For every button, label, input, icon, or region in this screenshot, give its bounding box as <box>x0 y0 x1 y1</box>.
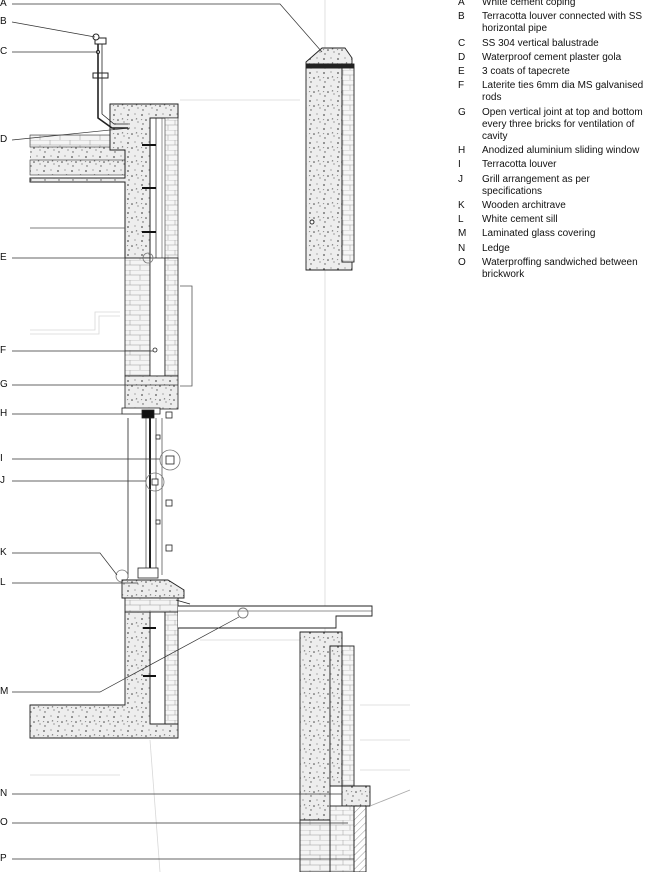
legend-item: C SS 304 vertical balustrade <box>458 38 650 50</box>
legend-text: Terracotta louver <box>482 159 557 171</box>
legend-key: F <box>458 80 465 92</box>
marker-i: I <box>0 453 3 464</box>
marker-f: F <box>0 345 7 356</box>
legend-item: E 3 coats of tapecrete <box>458 66 650 78</box>
marker-l: L <box>0 577 6 588</box>
marker-m: M <box>0 686 9 697</box>
legend-key: E <box>458 66 465 78</box>
legend-key: M <box>458 228 467 240</box>
legend-text: Anodized aluminium sliding window <box>482 145 640 157</box>
legend-text: Wooden architrave <box>482 200 566 212</box>
legend-item: N Ledge <box>458 243 650 255</box>
legend-text: Waterproffing sandwiched between brickwo… <box>482 256 638 281</box>
coping-detail <box>305 47 355 271</box>
legend-key: H <box>458 145 466 157</box>
legend-text: Laterite ties 6mm dia MS galvanised rods <box>482 80 644 104</box>
legend-text: Grill arrangement as per specifications <box>482 173 590 197</box>
legend-item: J Grill arrangement as per specifications <box>458 174 650 198</box>
legend-item: D Waterproof cement plaster gola <box>458 52 650 64</box>
legend-key: D <box>458 51 466 63</box>
marker-j: J <box>0 475 5 486</box>
legend-key: G <box>458 106 466 118</box>
sill-and-lower-wall <box>29 579 373 739</box>
leader-lines <box>11 3 354 860</box>
legend-item: L White cement sill <box>458 214 650 226</box>
marker-n: N <box>0 788 8 799</box>
legend-key: L <box>458 214 464 226</box>
legend-item: K Wooden architrave <box>458 200 650 212</box>
legend-key: K <box>458 200 465 212</box>
legend-text: Open vertical joint at top and bottom ev… <box>482 106 643 143</box>
parapet-and-roof <box>29 33 179 259</box>
legend-text: Laminated glass covering <box>482 228 596 240</box>
legend-text: SS 304 vertical balustrade <box>482 37 599 49</box>
legend: A White cement coping B Terracotta louver … <box>458 0 650 283</box>
legend-item: A White cement coping <box>458 0 650 9</box>
legend-text: Waterproof cement plaster gola <box>482 51 622 63</box>
marker-o: O <box>0 817 8 828</box>
legend-text: Terracotta louver connected with SS hori… <box>482 11 643 35</box>
legend-item: H Anodized aluminium sliding window <box>458 145 650 157</box>
legend-key: I <box>458 159 461 171</box>
marker-h: H <box>0 408 8 419</box>
legend-text: Ledge <box>482 242 510 254</box>
cavity-wall-upper <box>124 252 193 410</box>
legend-key: J <box>458 173 463 185</box>
marker-b: B <box>0 16 7 27</box>
legend-item: I Terracotta louver <box>458 159 650 171</box>
marker-p: P <box>0 853 7 864</box>
legend-key: O <box>458 256 466 268</box>
marker-a: A <box>0 0 7 9</box>
ledge-column-detail <box>299 631 411 872</box>
marker-c: C <box>0 46 8 57</box>
legend-item: M Laminated glass covering <box>458 228 650 240</box>
legend-item: F Laterite ties 6mm dia MS galvanised rod… <box>458 80 650 104</box>
marker-e: E <box>0 252 7 263</box>
legend-key: A <box>458 0 465 8</box>
legend-item: B Terracotta louver connected with SS hor… <box>458 11 650 35</box>
marker-g: G <box>0 379 8 390</box>
legend-text: White cement sill <box>482 214 558 226</box>
legend-text: White cement coping <box>482 0 576 8</box>
legend-key: N <box>458 242 466 254</box>
legend-item: O Waterproffing sandwiched between brickw… <box>458 257 650 281</box>
legend-key: B <box>458 11 465 23</box>
legend-item: G Open vertical joint at top and bottom e… <box>458 107 650 144</box>
legend-text: 3 coats of tapecrete <box>482 66 570 78</box>
window-zone <box>115 407 181 583</box>
marker-k: K <box>0 547 7 558</box>
legend-key: C <box>458 37 466 49</box>
marker-d: D <box>0 134 8 145</box>
